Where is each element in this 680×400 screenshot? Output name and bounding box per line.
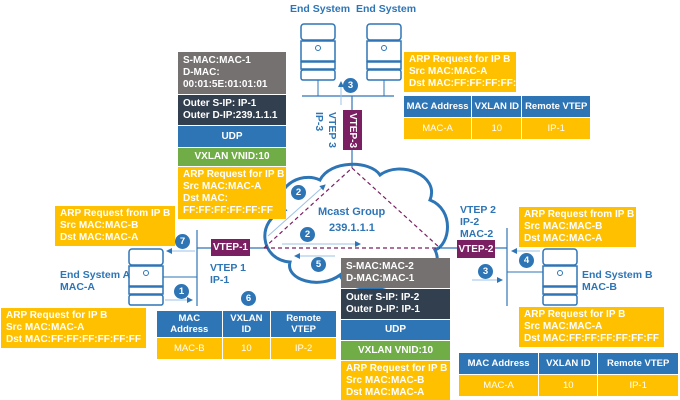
vtep-3-box: VTEP-3 — [343, 110, 362, 150]
step-badge: 2 — [300, 227, 315, 242]
server-icon — [366, 23, 402, 81]
vtep-1-ip: IP-1 — [210, 274, 230, 286]
end-system-a-mac: MAC-A — [60, 281, 95, 293]
step-badge: 5 — [311, 257, 326, 272]
vtep-1-box: VTEP-1 — [211, 239, 250, 256]
end-system-a-label: End System A — [60, 269, 131, 281]
vtep-2-label: VTEP 2 — [460, 204, 496, 216]
cloud-shape — [263, 162, 449, 291]
server-icon — [300, 23, 336, 81]
vtep-2-ip: IP-2 — [460, 216, 480, 228]
mcast-group-address: 239.1.1.1 — [329, 222, 375, 234]
end-system-label: End System — [356, 3, 417, 15]
step-badge: 4 — [519, 253, 534, 268]
vtep-2-mac: MAC-2 — [460, 228, 494, 240]
step-badge: 2 — [291, 185, 306, 200]
vtep-3-label: VTEP 3 — [326, 112, 338, 148]
step-badge: 3 — [478, 264, 493, 279]
end-system-label: End System — [290, 3, 351, 15]
vtep-2-box: VTEP-2 — [457, 240, 495, 258]
step-badge: 6 — [241, 291, 256, 306]
end-system-b-mac: MAC-B — [582, 281, 617, 293]
server-icon — [542, 248, 578, 306]
step-badge: 1 — [174, 284, 189, 299]
vtep-1-label: VTEP 1 — [210, 262, 246, 274]
step-badge: 7 — [175, 234, 190, 249]
server-icon — [128, 248, 164, 306]
end-system-b-label: End System B — [582, 269, 653, 281]
vtep-3-ip: IP-3 — [313, 112, 325, 132]
mcast-group-title: Mcast Group — [318, 206, 386, 218]
step-badge: 3 — [343, 78, 358, 93]
